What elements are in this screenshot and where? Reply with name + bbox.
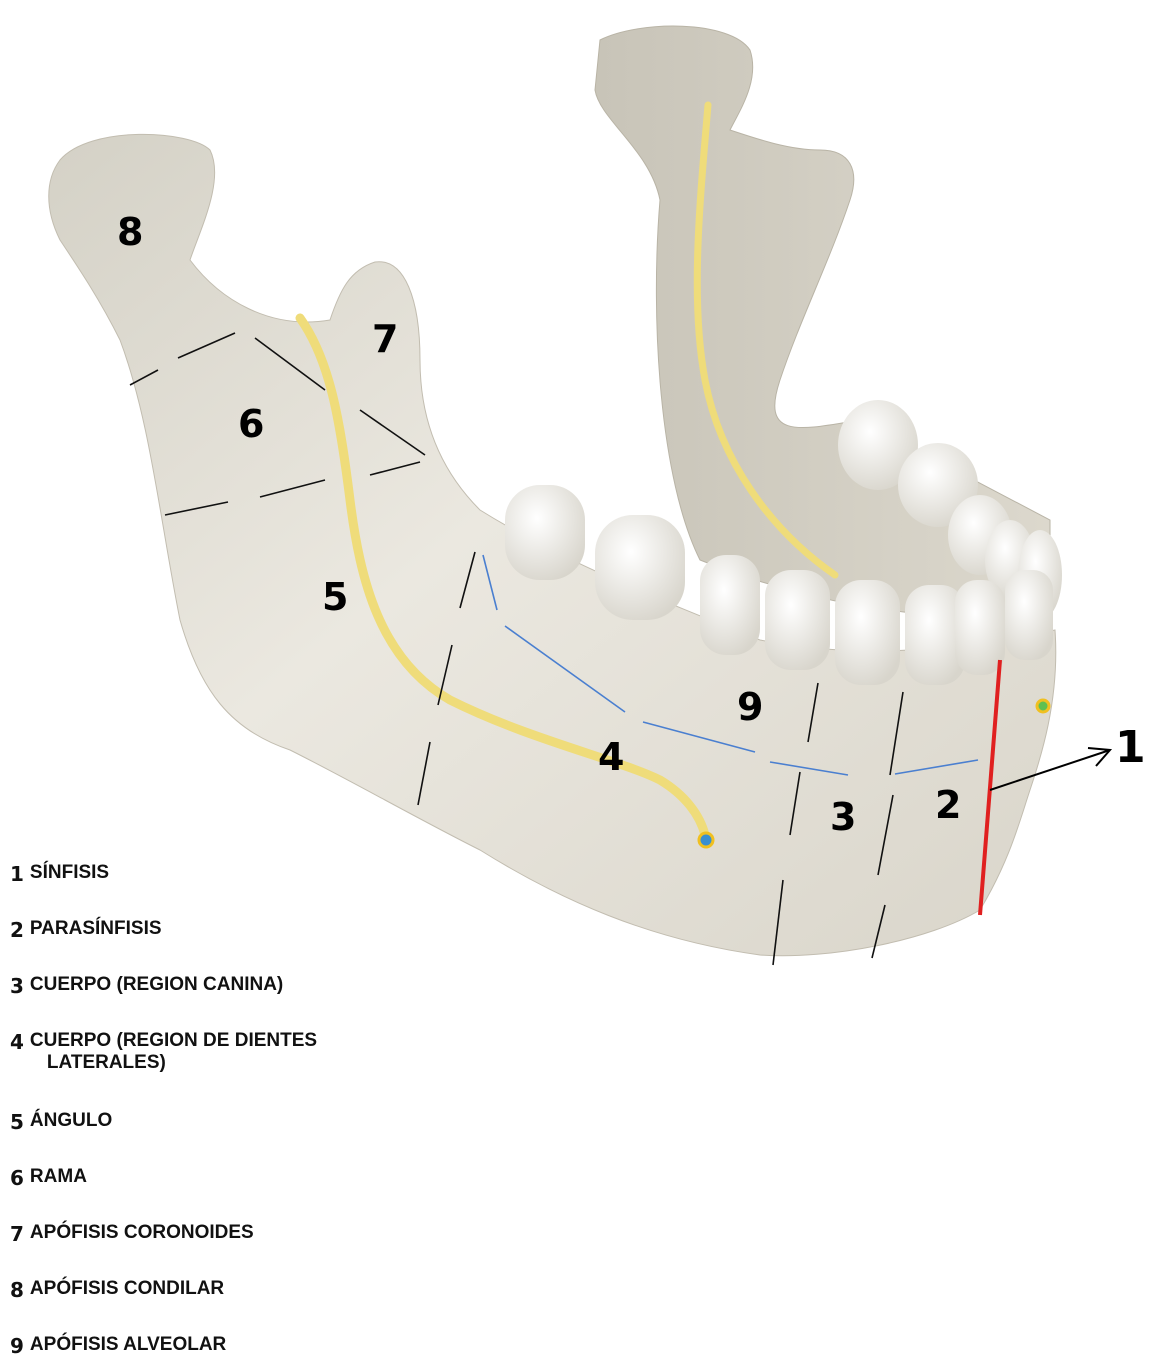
label-3: 3 bbox=[830, 795, 856, 839]
legend-number: 1 bbox=[10, 862, 24, 886]
legend-text-line2: LATERALES) bbox=[30, 1052, 317, 1074]
legend-number: 9 bbox=[10, 1334, 24, 1358]
legend-item-1: 1 SÍNFISIS bbox=[10, 862, 109, 887]
label-6: 6 bbox=[238, 402, 264, 446]
label-5: 5 bbox=[322, 575, 348, 619]
legend-text: PARASÍNFISIS bbox=[30, 918, 162, 940]
legend-text: CUERPO (REGION CANINA) bbox=[30, 974, 283, 996]
label-8: 8 bbox=[117, 210, 143, 254]
mental-foramen-icon bbox=[699, 833, 713, 847]
label-7: 7 bbox=[372, 317, 398, 361]
legend-number: 6 bbox=[10, 1166, 24, 1190]
legend-number: 5 bbox=[10, 1110, 24, 1134]
legend-number: 3 bbox=[10, 974, 24, 998]
legend-text: APÓFISIS ALVEOLAR bbox=[30, 1334, 226, 1356]
legend-text-line1: CUERPO (REGION DE DIENTES bbox=[30, 1030, 317, 1051]
legend-number: 4 bbox=[10, 1030, 24, 1054]
legend-text: APÓFISIS CORONOIDES bbox=[30, 1222, 254, 1244]
legend-item-3: 3 CUERPO (REGION CANINA) bbox=[10, 974, 283, 999]
label-4: 4 bbox=[598, 735, 624, 779]
label-2: 2 bbox=[935, 783, 961, 827]
legend-text: APÓFISIS CONDILAR bbox=[30, 1278, 224, 1300]
legend-item-8: 8 APÓFISIS CONDILAR bbox=[10, 1278, 224, 1303]
mandible-diagram: 1 2 3 4 5 6 7 8 9 bbox=[0, 0, 1149, 980]
back-foramen-icon bbox=[1037, 700, 1049, 712]
label-9: 9 bbox=[737, 685, 763, 729]
legend-item-2: 2 PARASÍNFISIS bbox=[10, 918, 162, 943]
label-1: 1 bbox=[1115, 722, 1146, 773]
legend-text: SÍNFISIS bbox=[30, 862, 109, 884]
legend-number: 8 bbox=[10, 1278, 24, 1302]
legend-number: 7 bbox=[10, 1222, 24, 1246]
legend-text: ÁNGULO bbox=[30, 1110, 112, 1132]
legend-item-9: 9 APÓFISIS ALVEOLAR bbox=[10, 1334, 226, 1359]
legend-item-7: 7 APÓFISIS CORONOIDES bbox=[10, 1222, 254, 1247]
legend-item-6: 6 RAMA bbox=[10, 1166, 87, 1191]
legend-text: RAMA bbox=[30, 1166, 87, 1188]
legend-item-5: 5 ÁNGULO bbox=[10, 1110, 112, 1135]
legend-number: 2 bbox=[10, 918, 24, 942]
